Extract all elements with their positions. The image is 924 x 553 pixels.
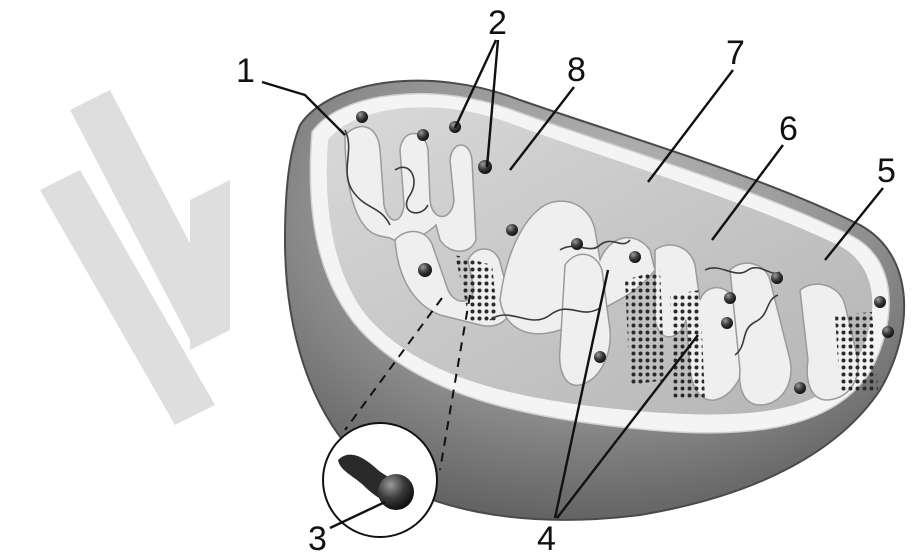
label-4: 4	[537, 520, 556, 553]
label-5: 5	[877, 152, 896, 190]
label-6: 6	[779, 110, 798, 148]
label-1: 1	[236, 52, 255, 90]
watermark-n-icon	[40, 90, 230, 425]
label-8: 8	[567, 51, 586, 89]
label-3: 3	[308, 520, 327, 553]
label-2: 2	[488, 4, 507, 42]
label-7: 7	[726, 34, 745, 72]
